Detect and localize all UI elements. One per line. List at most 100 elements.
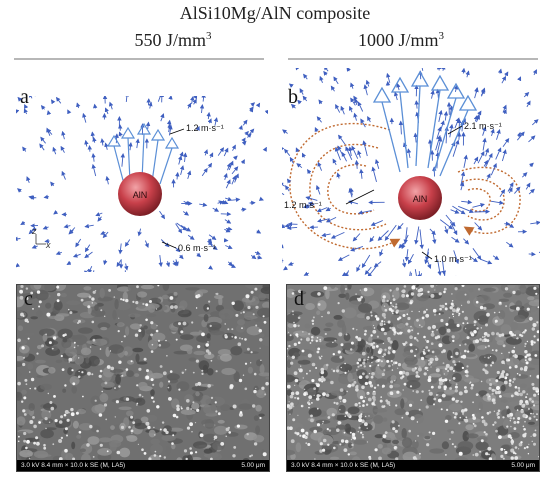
velocity-vector — [100, 138, 105, 146]
velocity-vector — [84, 139, 89, 147]
velocity-vector — [246, 133, 252, 139]
velocity-vector — [288, 83, 294, 88]
velocity-vector — [436, 126, 442, 140]
figure-title: AlSi10Mg/AlN composite — [179, 3, 371, 23]
velocity-vector — [504, 71, 509, 77]
velocity-label-bottom-a: 0.6 m·s⁻¹ — [178, 243, 216, 253]
velocity-vector — [159, 210, 166, 220]
velocity-vector — [258, 196, 264, 201]
velocity-vector — [370, 220, 383, 226]
velocity-vector — [406, 148, 412, 158]
velocity-vector — [193, 96, 198, 100]
velocity-vector — [282, 223, 286, 229]
velocity-vector — [377, 230, 389, 241]
velocity-vector — [249, 128, 255, 135]
velocity-vector — [28, 195, 35, 200]
velocity-vector — [436, 68, 442, 71]
velocity-vector — [330, 85, 336, 92]
velocity-vector — [231, 144, 236, 151]
velocity-vector — [453, 250, 460, 265]
velocity-vector — [371, 166, 377, 183]
velocity-vector — [364, 266, 372, 275]
velocity-vector — [55, 250, 62, 256]
velocity-vector — [20, 220, 26, 225]
axis-triad-a — [35, 234, 46, 245]
velocity-vector — [242, 119, 248, 126]
velocity-vector — [84, 223, 94, 229]
velocity-vector — [427, 261, 432, 270]
velocity-vector — [254, 250, 261, 255]
panel-label-c: c — [24, 288, 33, 310]
velocity-vector — [303, 271, 310, 276]
velocity-vector — [414, 100, 419, 109]
velocity-vector — [92, 136, 97, 143]
velocity-vector — [336, 172, 341, 179]
velocity-vector — [452, 139, 460, 157]
velocity-vector — [282, 244, 284, 249]
velocity-vector — [325, 216, 337, 223]
velocity-vector — [95, 212, 103, 217]
velocity-vector — [305, 196, 318, 201]
velocity-vector — [318, 99, 323, 105]
velocity-vector — [196, 252, 202, 258]
velocity-vector — [160, 113, 165, 122]
velocity-vector — [75, 238, 82, 248]
velocity-vector — [348, 146, 353, 157]
velocity-vector — [226, 226, 233, 232]
velocity-vector — [357, 150, 362, 158]
velocity-vector — [168, 96, 173, 100]
velocity-vector — [321, 232, 331, 238]
velocity-vector — [501, 149, 507, 162]
velocity-vector — [223, 147, 229, 157]
velocity-vector — [502, 104, 507, 113]
velocity-vector — [335, 104, 341, 113]
velocity-vector — [241, 140, 247, 146]
velocity-vector — [44, 238, 50, 244]
velocity-vector — [28, 96, 34, 99]
velocity-vector — [232, 155, 238, 161]
velocity-vector — [398, 120, 404, 135]
velocity-vector — [40, 136, 46, 144]
velocity-vector — [323, 68, 329, 72]
velocity-vector — [492, 255, 500, 261]
velocity-vector — [450, 209, 460, 214]
velocity-vector — [401, 259, 407, 268]
velocity-vector — [490, 128, 495, 137]
velocity-vector — [516, 131, 522, 138]
velocity-vector — [175, 223, 183, 234]
velocity-vector — [314, 126, 319, 133]
velocity-vector — [240, 159, 245, 165]
velocity-vector — [479, 258, 493, 265]
velocity-vector — [103, 259, 108, 266]
velocity-vector — [396, 82, 401, 91]
velocity-vector — [299, 88, 304, 95]
velocity-vector — [451, 236, 460, 243]
velocity-vector — [16, 262, 21, 268]
velocity-vector — [386, 72, 391, 83]
velocity-vector — [282, 182, 286, 187]
velocity-vector — [384, 224, 397, 241]
velocity-vector — [60, 145, 65, 153]
velocity-vector — [148, 101, 153, 109]
velocity-vector — [61, 170, 66, 180]
velocity-vector — [234, 173, 239, 183]
velocity-vector — [430, 89, 435, 99]
velocity-vector — [481, 87, 486, 97]
velocity-vector — [108, 101, 114, 110]
velocity-vector — [63, 224, 71, 229]
velocity-vector — [350, 82, 355, 89]
divider-left — [14, 58, 264, 60]
velocity-vector — [341, 151, 348, 162]
velocity-vector — [283, 265, 289, 271]
velocity-vector — [104, 142, 109, 150]
axis-x-label-a: x — [45, 240, 51, 250]
velocity-vector — [361, 254, 371, 269]
velocity-vector — [17, 96, 23, 102]
velocity-vector — [212, 207, 220, 212]
velocity-vector — [186, 170, 192, 180]
velocity-vector — [289, 156, 294, 164]
velocity-vector — [228, 160, 234, 171]
velocity-vector — [55, 96, 62, 104]
sem-parameters-d: 3.0 kV 8.4 mm × 10.0 k SE (M, LA5) — [291, 462, 396, 469]
velocity-vector — [502, 108, 507, 114]
